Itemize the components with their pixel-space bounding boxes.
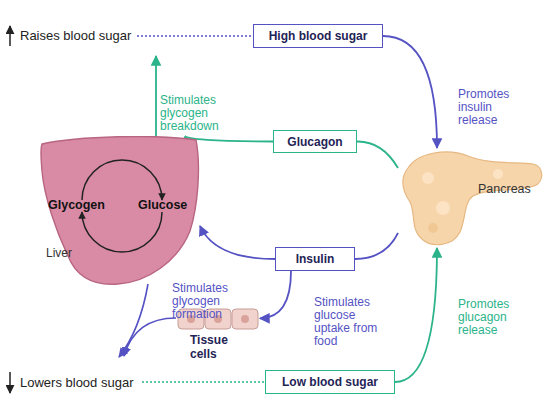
action-label: Stimulates glucose uptake from food <box>314 296 386 348</box>
edge-label: Promotes insulin release <box>458 88 530 127</box>
organ-name: Pancreas <box>478 182 531 196</box>
connector-arrow <box>395 248 437 382</box>
molecule-name: Glucose <box>138 198 187 212</box>
pancreas-illustration-part <box>428 223 438 233</box>
pancreas-illustration-part <box>403 152 542 245</box>
connector-arrow <box>185 136 273 142</box>
lower-arrow <box>124 318 176 356</box>
hormone-box: Glucagon <box>273 130 357 153</box>
cells-illustration-part <box>241 315 249 323</box>
liver-organ: Glycogen GlucoseLiver <box>38 136 200 286</box>
condition-text: High blood sugar <box>269 29 368 43</box>
connector-arrow <box>260 271 291 318</box>
action-label: Stimulates glycogen breakdown <box>160 94 242 133</box>
decrease-arrow <box>9 372 11 393</box>
connector-arrow <box>200 226 275 259</box>
raise-arrow <box>155 56 157 138</box>
condition-box: Low blood sugar <box>265 370 395 394</box>
liver-illustration-part <box>82 212 162 252</box>
pancreas-organ: Pancreas <box>398 148 545 248</box>
cells-illustration-part <box>232 309 258 329</box>
connector-arrow <box>355 233 398 259</box>
condition-box: High blood sugar <box>253 24 383 48</box>
liver-illustration-part <box>41 137 199 285</box>
dotted-leader <box>137 35 253 37</box>
pancreas-illustration <box>398 148 545 248</box>
pancreas-illustration-part <box>422 172 434 184</box>
connector-arrow <box>357 141 398 168</box>
organ-name: Liver <box>46 246 72 260</box>
connector-arrow <box>383 36 437 148</box>
hormone-text: Insulin <box>296 252 335 266</box>
liver-illustration-part <box>82 160 162 200</box>
lower-arrow <box>119 284 148 357</box>
molecule-name: Glycogen <box>48 198 105 212</box>
dotted-leader <box>142 381 265 383</box>
hormone-text: Glucagon <box>287 135 342 149</box>
cells-name: Tissue cells <box>190 333 236 361</box>
effect-label: Lowers blood sugar <box>20 376 133 389</box>
increase-arrow <box>9 26 11 46</box>
effect-label: Raises blood sugar <box>20 29 131 42</box>
condition-text: Low blood sugar <box>282 375 378 389</box>
action-label: Stimulates glycogen formation <box>172 282 254 321</box>
hormone-box: Insulin <box>275 247 355 271</box>
pancreas-illustration-part <box>436 201 450 215</box>
pancreas-illustration-part <box>493 169 503 179</box>
edge-label: Promotes glucagon release <box>458 298 530 337</box>
